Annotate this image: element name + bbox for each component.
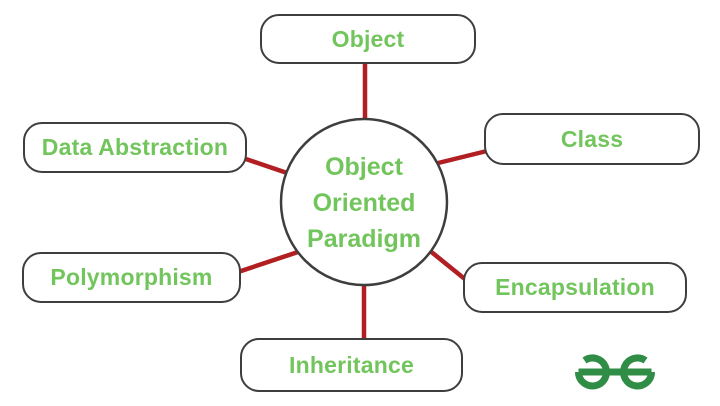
logo-left-g — [575, 354, 610, 390]
center-circle — [279, 117, 449, 287]
logo-right-g — [620, 354, 655, 390]
node-inheritance: Inheritance — [240, 338, 463, 392]
node-encapsulation-label: Encapsulation — [495, 274, 655, 300]
connector-polymorphism — [231, 248, 302, 277]
node-class-label: Class — [560, 125, 624, 152]
node-object: Object — [260, 14, 476, 64]
node-data-abstraction: Data Abstraction — [23, 122, 247, 173]
node-encapsulation: Encapsulation — [463, 262, 687, 313]
node-data-abstraction-label: Data Abstraction — [41, 134, 229, 160]
center-node-label: Object Oriented Paradigm — [264, 142, 464, 264]
geeksforgeeks-logo-icon — [575, 354, 655, 390]
center-label-line3: Paradigm — [307, 225, 421, 253]
center-label-line2: Oriented — [312, 189, 416, 217]
center-label-line1: Object — [325, 153, 403, 181]
node-polymorphism-label: Polymorphism — [50, 264, 213, 290]
node-class: Class — [484, 113, 700, 165]
node-inheritance-label: Inheritance — [289, 351, 414, 378]
node-object-label: Object — [331, 25, 405, 52]
node-polymorphism: Polymorphism — [22, 252, 241, 303]
